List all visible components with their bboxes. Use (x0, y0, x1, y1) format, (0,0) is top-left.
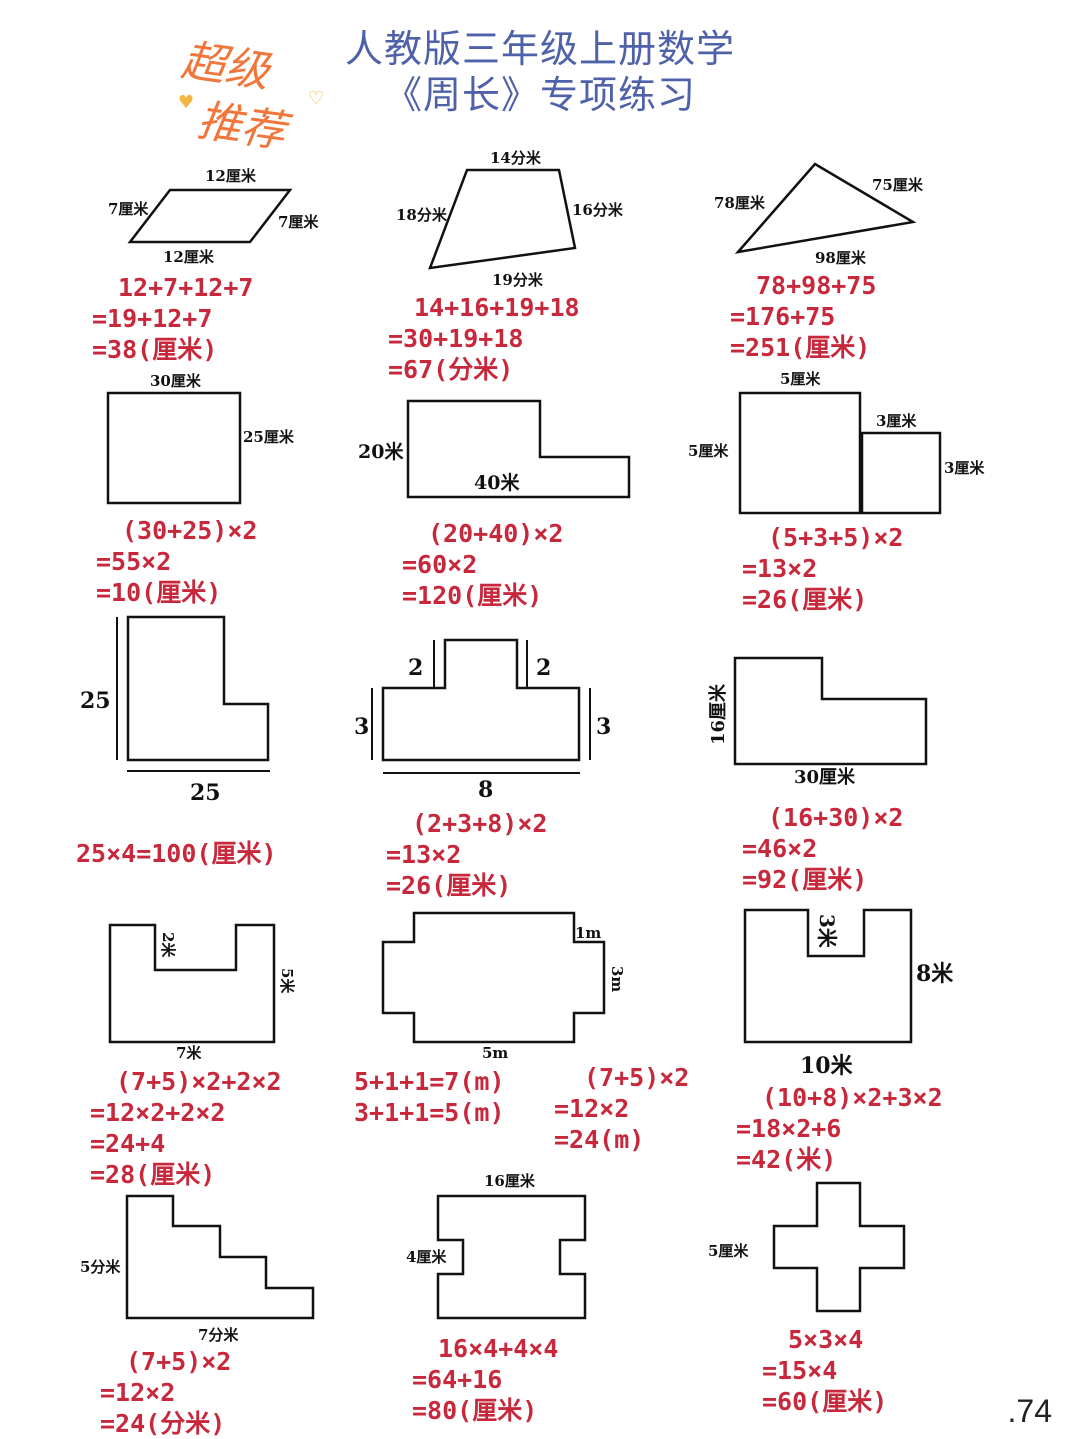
label: 3米 (815, 914, 839, 949)
u-shape-7-5 (108, 923, 276, 1044)
label: 4厘米 (406, 1248, 447, 1266)
label: 7米 (176, 1044, 202, 1062)
label: 5米 (278, 968, 296, 994)
rectangle-shape (106, 391, 242, 505)
u-shape-10-8 (743, 908, 913, 1044)
label: 5厘米 (688, 442, 729, 460)
solution-1: 12+7+12+7 =19+12+7 =38(厘米) (92, 273, 254, 364)
solution-8: (2+3+8)×2 =13×2 =26(厘米) (386, 809, 548, 900)
small-square-shape (860, 431, 942, 515)
label: 5分米 (80, 1258, 121, 1276)
label: 2 (536, 655, 551, 681)
label: 40米 (474, 471, 520, 494)
label: 30厘米 (794, 766, 856, 788)
l-shape-25 (126, 615, 270, 762)
label: 3m (608, 966, 626, 992)
label: 3厘米 (944, 459, 985, 477)
label: 19分米 (492, 271, 544, 289)
label: 7厘米 (278, 213, 319, 231)
solution-5: (20+40)×2 =60×2 =120(厘米) (402, 519, 564, 610)
label: 3 (596, 714, 611, 740)
label: 14分米 (490, 149, 542, 167)
cross-rect-shape (381, 911, 606, 1044)
staircase-shape (125, 1194, 315, 1320)
label: 25厘米 (243, 428, 295, 446)
label: 10米 (800, 1053, 854, 1079)
trapezoid-shape (428, 168, 577, 270)
heart-icon: ♡ (308, 88, 325, 109)
label: 2米 (159, 932, 177, 958)
label: 8 (478, 777, 493, 803)
label: 2 (408, 655, 423, 681)
label: 7分米 (198, 1326, 239, 1344)
label: 3 (354, 714, 369, 740)
heart-icon: ♥ (178, 92, 195, 113)
label: 8米 (916, 961, 954, 987)
square-shape (738, 391, 862, 515)
label: 7厘米 (108, 200, 149, 218)
label: 5m (482, 1044, 508, 1062)
label: 98厘米 (815, 249, 867, 267)
label: 12厘米 (163, 248, 215, 266)
solution-11b: (7+5)×2 =12×2 =24(m) (554, 1063, 690, 1154)
solution-7: 25×4=100(厘米) (76, 839, 277, 868)
solution-12: (10+8)×2+3×2 =18×2+6 =42(米) (736, 1083, 943, 1174)
triangle-shape (734, 162, 917, 254)
solution-15: 5×3×4 =15×4 =60(厘米) (762, 1325, 888, 1416)
label: 16分米 (572, 201, 624, 219)
label: 25 (190, 780, 221, 806)
label: 16厘米 (484, 1172, 536, 1190)
solution-3: 78+98+75 =176+75 =251(厘米) (730, 271, 877, 362)
solution-9: (16+30)×2 =46×2 =92(厘米) (742, 803, 904, 894)
i-beam-shape (436, 1194, 587, 1320)
label: 1m (575, 924, 601, 942)
label: 5厘米 (780, 370, 821, 388)
solution-2: 14+16+19+18 =30+19+18 =67(分米) (388, 293, 580, 384)
label: 30厘米 (150, 372, 202, 390)
solution-10: (7+5)×2+2×2 =12×2+2×2 =24+4 =28(厘米) (90, 1067, 282, 1189)
title-line-1: 人教版三年级上册数学 (344, 27, 735, 71)
label: 12厘米 (205, 167, 257, 185)
step-shape-16-30 (733, 656, 928, 766)
label: 3厘米 (876, 412, 917, 430)
label: 18分米 (396, 206, 448, 224)
solution-14: 16×4+4×4 =64+16 =80(厘米) (412, 1334, 559, 1425)
l-shape-20-40 (406, 399, 631, 499)
label: 16厘米 (707, 683, 729, 745)
title-line-2: 《周长》专项练习 (383, 73, 696, 117)
plus-shape (772, 1181, 906, 1313)
solution-13: (7+5)×2 =12×2 =24(分米) (100, 1347, 232, 1438)
label: 75厘米 (872, 176, 924, 194)
label: 20米 (358, 440, 404, 463)
label: 78厘米 (714, 194, 766, 212)
parallelogram-shape (127, 188, 293, 244)
label: 25 (80, 688, 111, 714)
solution-11a: 5+1+1=7(m) 3+1+1=5(m) (354, 1067, 505, 1127)
t-shape (381, 638, 581, 762)
solution-6: (5+3+5)×2 =13×2 =26(厘米) (742, 523, 904, 614)
solution-4: (30+25)×2 =55×2 =10(厘米) (96, 516, 258, 607)
label: 5厘米 (708, 1242, 749, 1260)
page-number: .74 (1007, 1393, 1052, 1429)
